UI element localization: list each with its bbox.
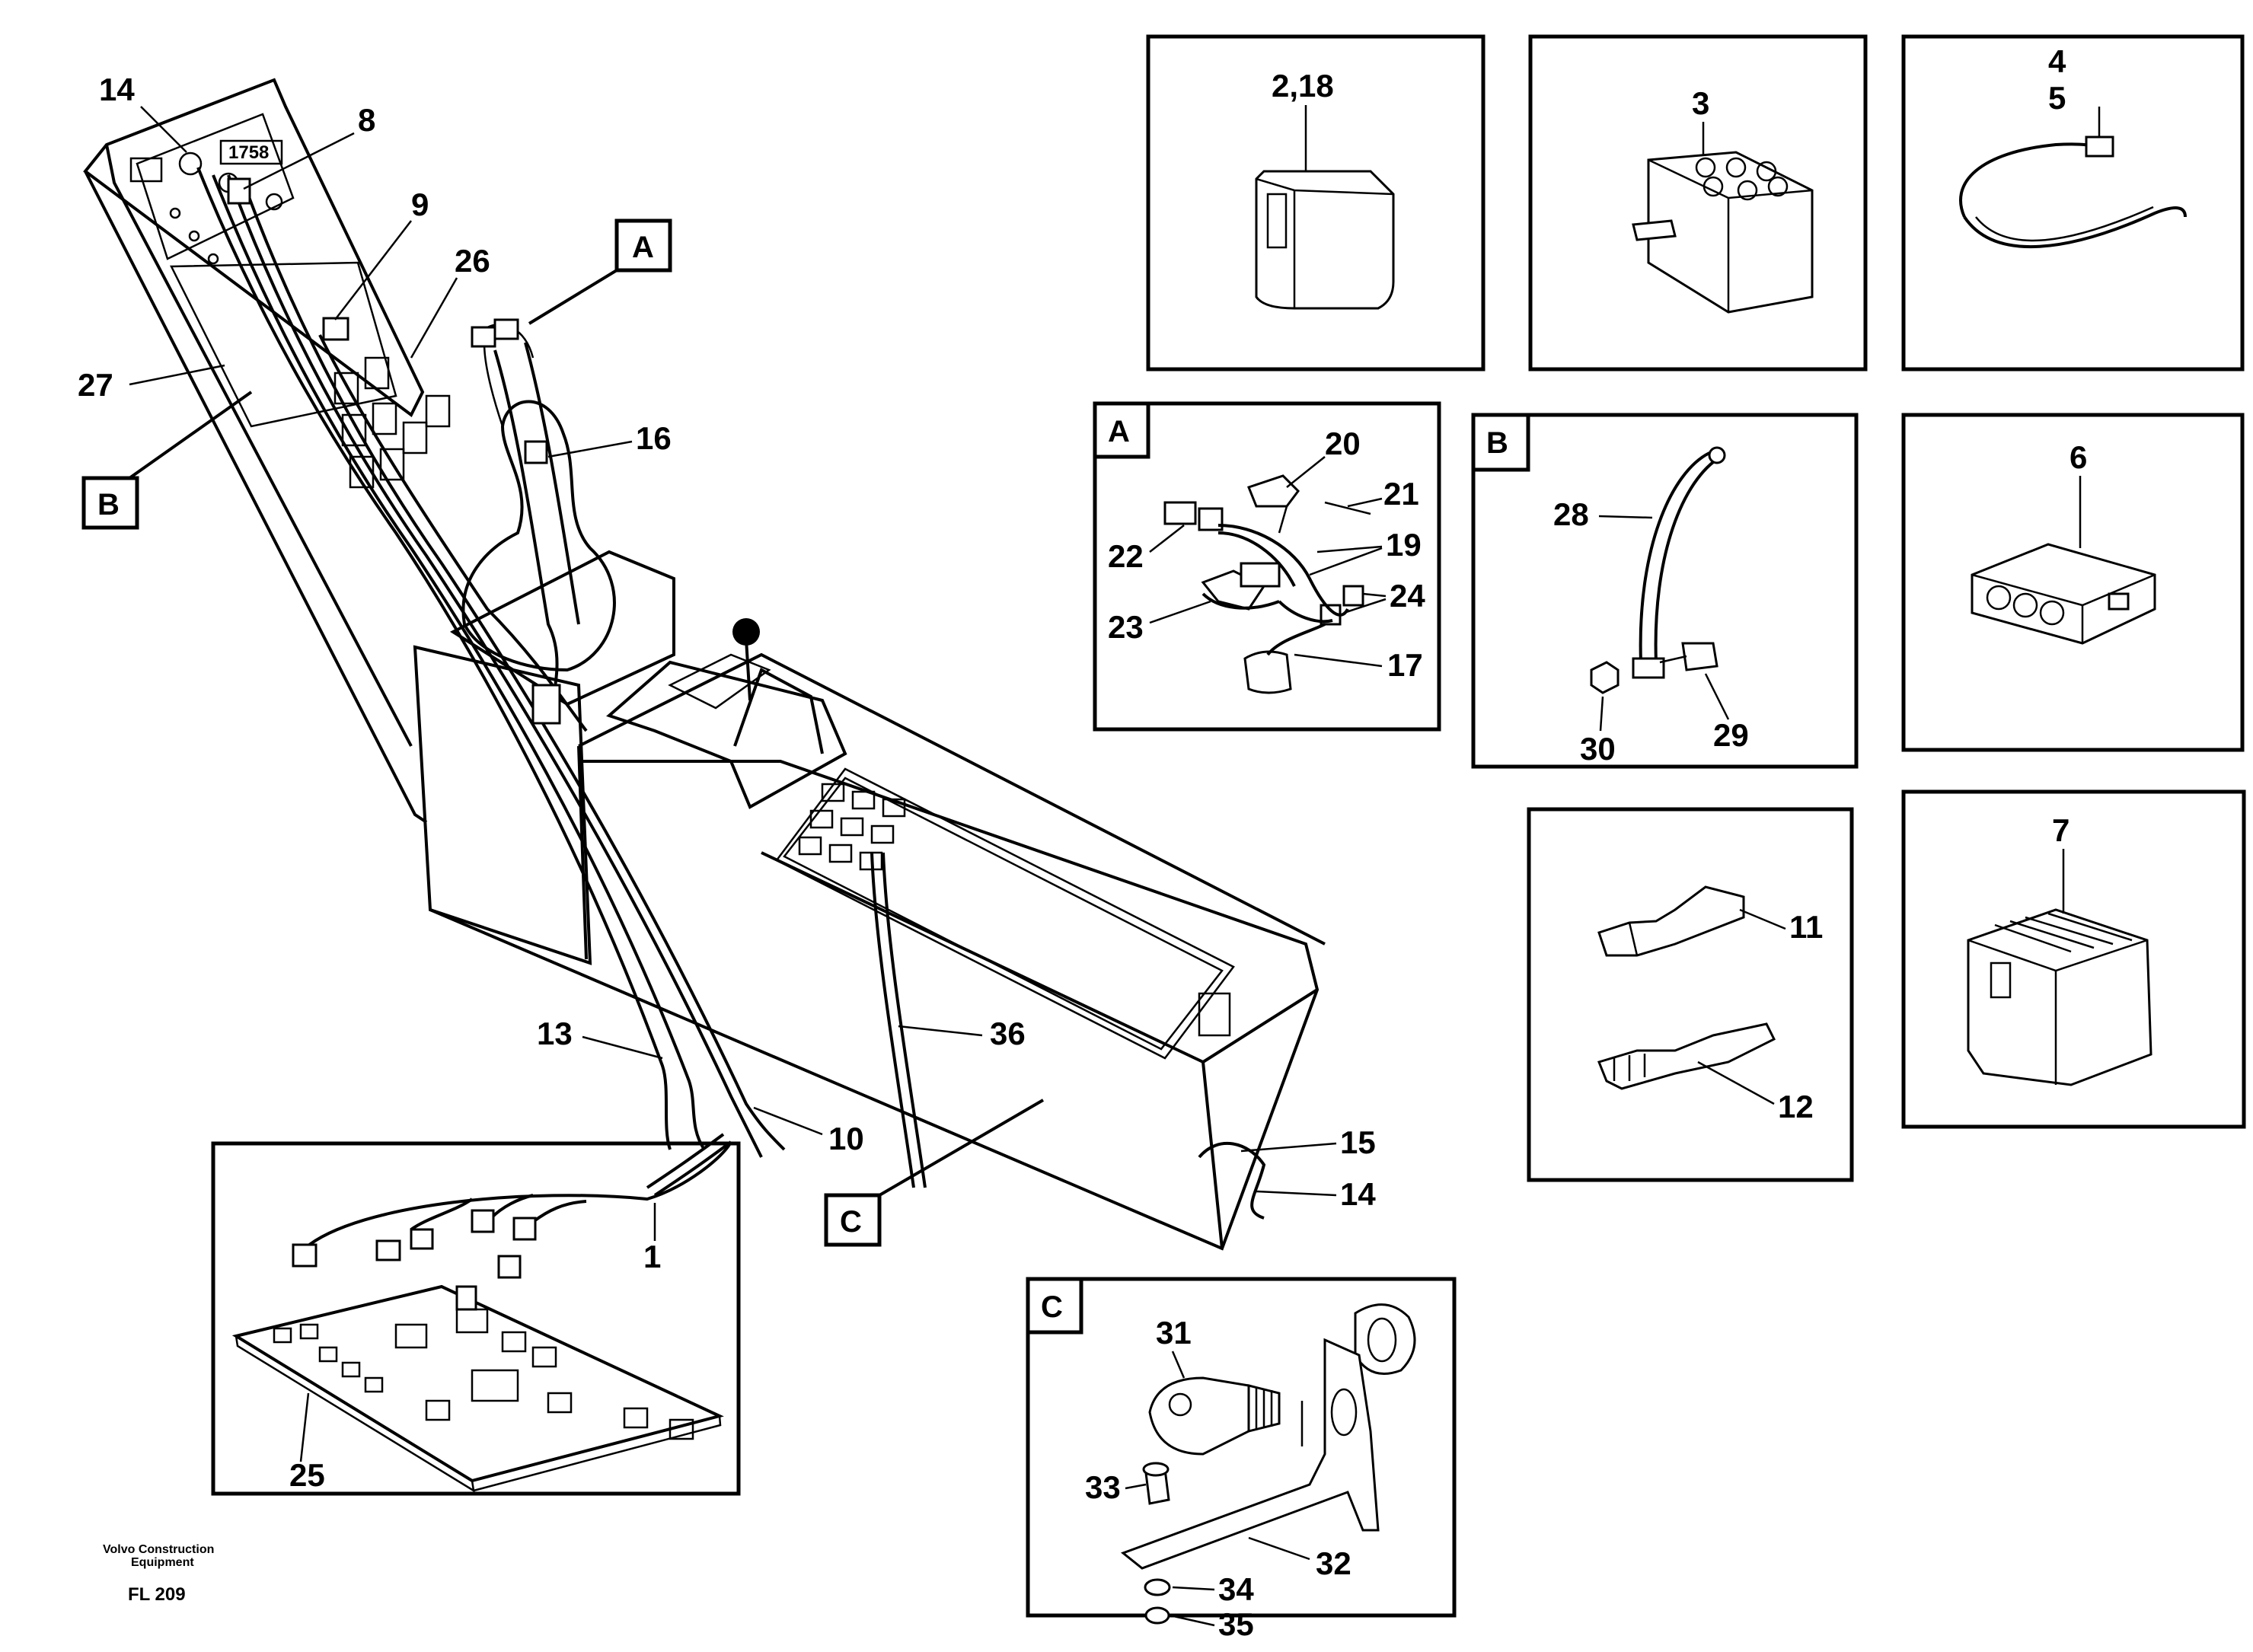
panel-display-value: 1758 bbox=[228, 142, 269, 163]
wire-harness bbox=[196, 167, 927, 1197]
label-31: 31 bbox=[1156, 1315, 1192, 1351]
view-letter-C-callout: C bbox=[824, 1099, 1045, 1247]
callout-14-top: 14 bbox=[99, 72, 135, 107]
view-letter-B: B bbox=[97, 488, 120, 521]
label-17: 17 bbox=[1387, 647, 1423, 683]
label-29: 29 bbox=[1713, 717, 1749, 753]
label-22: 22 bbox=[1108, 538, 1144, 574]
label-6: 6 bbox=[2070, 439, 2087, 475]
label-34: 34 bbox=[1218, 1571, 1254, 1607]
footer-company-line2: Equipment bbox=[131, 1556, 194, 1569]
footer-code: FL 209 bbox=[128, 1584, 186, 1605]
label-24: 24 bbox=[1390, 578, 1425, 614]
detail-box-4-5 bbox=[1901, 34, 2245, 372]
detail-C-letter: C bbox=[1041, 1290, 1063, 1324]
label-12: 12 bbox=[1778, 1089, 1814, 1124]
callout-16: 16 bbox=[636, 420, 672, 456]
label-19: 19 bbox=[1386, 527, 1422, 563]
inset-board-frame bbox=[211, 1141, 741, 1496]
detail-box-B bbox=[1471, 413, 1859, 769]
label-30: 30 bbox=[1580, 731, 1616, 767]
view-letter-B-callout: B bbox=[81, 391, 253, 530]
label-2-18: 2,18 bbox=[1272, 68, 1334, 104]
callout-15: 15 bbox=[1340, 1124, 1376, 1160]
label-5: 5 bbox=[2048, 80, 2066, 116]
callout-10: 10 bbox=[828, 1121, 864, 1156]
footer: Volvo Construction Equipment FL 209 bbox=[103, 1543, 214, 1605]
shifter-knob bbox=[732, 618, 760, 646]
label-4: 4 bbox=[2048, 43, 2066, 79]
detail-box-3 bbox=[1528, 34, 1868, 372]
label-28: 28 bbox=[1553, 496, 1589, 532]
callout-25: 25 bbox=[289, 1457, 325, 1493]
detail-box-11-12 bbox=[1527, 807, 1854, 1182]
detail-box-6 bbox=[1901, 413, 2245, 752]
view-letter-C: C bbox=[840, 1205, 862, 1239]
panel-display bbox=[219, 139, 283, 165]
detail-box-A bbox=[1093, 401, 1441, 732]
detail-labels: 2,18 3 4 5 6 7 11 12 A 20 21 22 19 24 23… bbox=[1041, 43, 2087, 1642]
callout-13: 13 bbox=[537, 1016, 573, 1051]
callout-1: 1 bbox=[643, 1239, 661, 1274]
callout-8: 8 bbox=[358, 102, 375, 138]
label-7: 7 bbox=[2052, 812, 2070, 848]
callout-26: 26 bbox=[455, 243, 490, 279]
label-33: 33 bbox=[1085, 1469, 1121, 1505]
label-21: 21 bbox=[1383, 476, 1419, 512]
callout-36: 36 bbox=[990, 1016, 1026, 1051]
detail-A-letter: A bbox=[1108, 415, 1130, 448]
detail-B-letter: B bbox=[1486, 426, 1508, 460]
label-20: 20 bbox=[1325, 426, 1361, 461]
panel-display-small bbox=[129, 157, 163, 183]
main-callouts: 14 8 9 26 27 16 13 10 36 15 14 1 25 bbox=[78, 72, 1376, 1493]
label-3: 3 bbox=[1692, 85, 1709, 121]
connector-console-end bbox=[1198, 992, 1231, 1037]
label-11: 11 bbox=[1789, 909, 1823, 945]
detail-box-C bbox=[1026, 1277, 1457, 1625]
view-letter-A: A bbox=[632, 231, 654, 264]
label-23: 23 bbox=[1108, 609, 1144, 645]
callout-9: 9 bbox=[411, 187, 429, 222]
inset-circuit-board bbox=[211, 1141, 741, 1496]
callout-14-bottom: 14 bbox=[1340, 1176, 1376, 1212]
label-32: 32 bbox=[1316, 1545, 1351, 1581]
footer-company-line1: Volvo Construction bbox=[103, 1543, 214, 1556]
callout-27: 27 bbox=[78, 367, 113, 403]
detail-box-7 bbox=[1901, 789, 2246, 1129]
detail-box-2-18 bbox=[1146, 34, 1486, 372]
label-35: 35 bbox=[1218, 1606, 1254, 1642]
console-illustration: 1758 bbox=[83, 78, 1326, 1251]
view-letter-A-callout: A bbox=[528, 218, 672, 325]
